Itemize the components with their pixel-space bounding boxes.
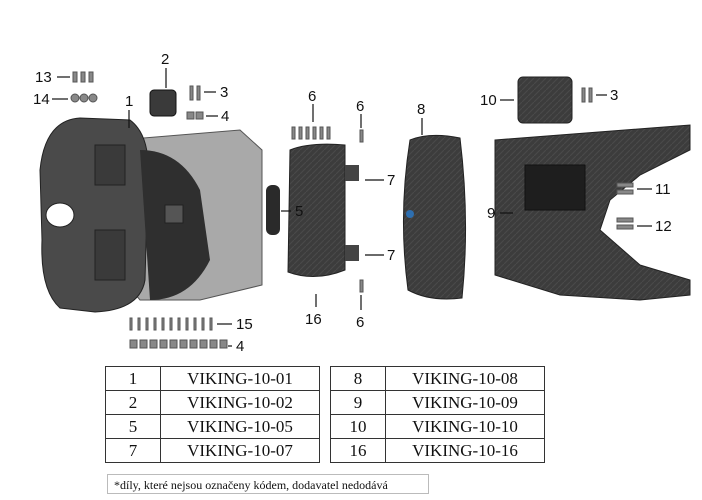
callout-10: 10: [480, 92, 497, 109]
callout-12: 12: [655, 218, 672, 235]
callout-14: 14: [33, 91, 50, 108]
part-number: 7: [105, 438, 161, 463]
callout-11: 11: [655, 181, 671, 198]
part-number: 1: [105, 366, 161, 391]
large-panel-part-8: [402, 134, 467, 300]
part-code: VIKING-10-09: [385, 390, 545, 415]
callout-15: 15: [236, 316, 253, 333]
part-number: 8: [330, 366, 386, 391]
callout-3-right: 3: [610, 87, 618, 104]
part-number: 16: [330, 438, 386, 463]
callout-2: 2: [161, 51, 169, 68]
callout-4-bottom: 4: [236, 338, 244, 355]
callout-1: 1: [125, 93, 133, 110]
part-code: VIKING-10-05: [160, 414, 320, 439]
callout-8: 8: [417, 101, 425, 118]
callout-7-top: 7: [387, 172, 395, 189]
callout-16: 16: [305, 311, 322, 328]
part-code: VIKING-10-07: [160, 438, 320, 463]
callout-4-top: 4: [221, 108, 229, 125]
fasteners: [70, 71, 634, 349]
part-number: 10: [330, 414, 386, 439]
part-number: 2: [105, 390, 161, 415]
rear-bracket-part-16: [287, 143, 359, 277]
front-shield-part-1: [39, 117, 263, 313]
part-number: 5: [105, 414, 161, 439]
floor-mat-part-10: [517, 76, 573, 124]
footnote: *díly, které nejsou označeny kódem, doda…: [107, 474, 429, 494]
part-code: VIKING-10-08: [385, 366, 545, 391]
callout-5: 5: [295, 203, 303, 220]
callout-6-bottom: 6: [356, 314, 364, 331]
callout-7-bottom: 7: [387, 247, 395, 264]
part-code: VIKING-10-01: [160, 366, 320, 391]
callout-3-left: 3: [220, 84, 228, 101]
floor-board-part-9: [494, 124, 691, 301]
part-code: VIKING-10-10: [385, 414, 545, 439]
callout-9: 9: [487, 205, 495, 222]
part-code: VIKING-10-16: [385, 438, 545, 463]
callout-6-top-right: 6: [356, 98, 364, 115]
part-code: VIKING-10-02: [160, 390, 320, 415]
exploded-parts-diagram: 13 14 1 2 3 4 5 6 6 7 7 6 16 8 10 3 9 11…: [33, 51, 691, 355]
leader-lines: [52, 68, 652, 347]
callout-6-top-left: 6: [308, 88, 316, 105]
part-number: 9: [330, 390, 386, 415]
small-cover-part-2: [149, 89, 177, 117]
round-pad-part-5: [266, 185, 280, 235]
callout-13: 13: [35, 69, 52, 86]
